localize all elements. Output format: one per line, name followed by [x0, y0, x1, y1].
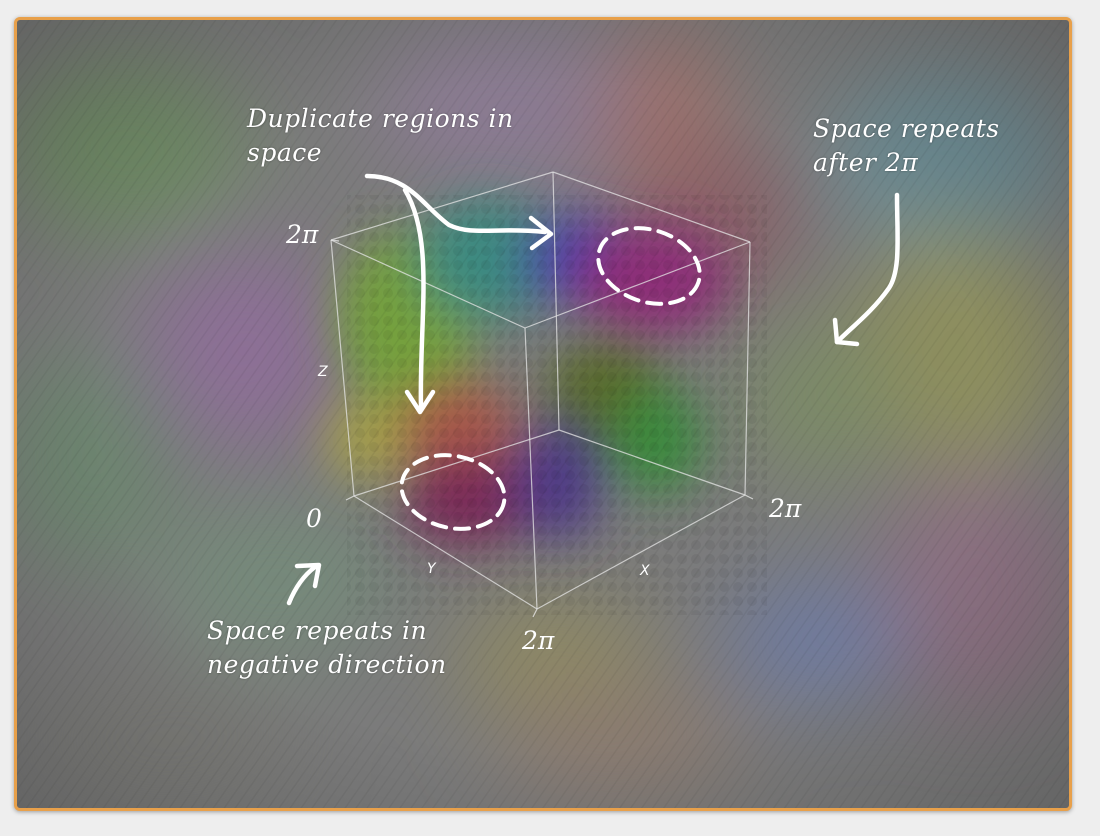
tick-label-z-max: 2π: [286, 220, 319, 249]
axis-label-z: Z: [318, 364, 328, 380]
tick-label-origin: 0: [306, 504, 322, 533]
arrow-to-bottom-region-head: [404, 389, 436, 415]
duplicate-region-bottom: [399, 453, 507, 531]
annotation-repeats-negative: Space repeats in negative direction: [207, 614, 447, 682]
annotation-repeats-negative-line2: negative direction: [207, 650, 447, 679]
arrow-after-2pi-head: [832, 317, 860, 347]
arrow-negative-head: [294, 562, 322, 589]
arrow-to-top-region: [364, 173, 548, 235]
annotation-repeats-negative-line1: Space repeats in: [207, 616, 428, 645]
annotation-duplicate-line1: Duplicate regions in: [247, 104, 514, 133]
cube-wireframe: [330, 171, 751, 610]
axis-label-x: X: [640, 563, 650, 579]
tick-label-x-max: 2π: [769, 494, 802, 523]
arrow-after-2pi: [834, 192, 900, 345]
arrow-negative: [286, 564, 318, 606]
annotation-duplicate-regions: Duplicate regions in space: [247, 102, 514, 170]
duplicate-region-top: [596, 226, 702, 306]
annotation-arrows: [286, 173, 900, 606]
axis-label-y: Y: [427, 561, 436, 577]
arrow-to-bottom-region: [402, 187, 426, 411]
annotation-duplicate-line2: space: [247, 138, 323, 167]
illustration-frame: Duplicate regions in space Space repeats…: [14, 17, 1072, 811]
tick-label-y-max: 2π: [522, 626, 555, 655]
periodic-space-scene: [17, 20, 1069, 808]
cube-ticks: [330, 239, 754, 618]
arrow-to-top-region-head: [528, 215, 554, 251]
annotation-repeats-after-line1: Space repeats: [813, 114, 1000, 143]
annotation-repeats-after-line2: after 2π: [813, 148, 919, 177]
annotation-repeats-after: Space repeats after 2π: [813, 112, 1000, 180]
